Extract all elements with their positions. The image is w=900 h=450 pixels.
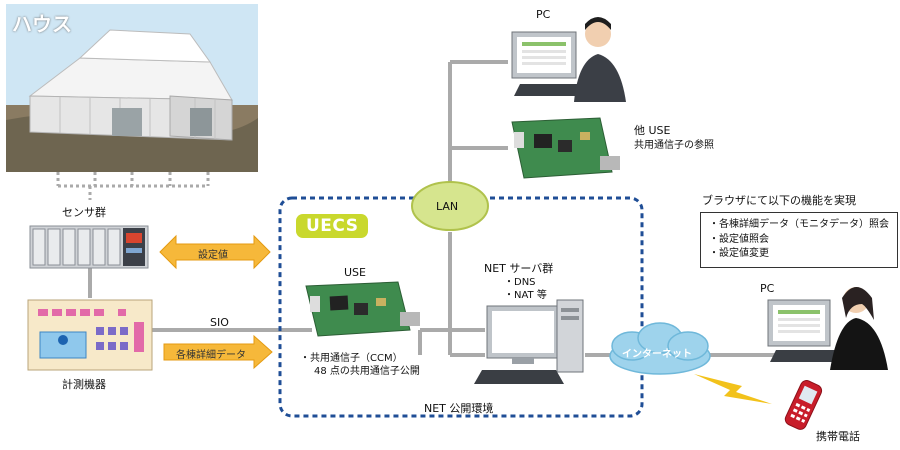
sensor-devices-illustration: [29, 225, 149, 269]
house-sensor-dotted-link: [56, 172, 210, 200]
phone-label: 携帯電話: [816, 430, 860, 443]
instrument-label: 計測機器: [62, 378, 106, 391]
uecs-area-label: NET 公開環境: [424, 402, 494, 415]
use-board-note-2: 48 点の共用通信子公開: [314, 366, 420, 377]
browser-heading: ブラウザにて以下の機能を実現: [702, 194, 856, 207]
setpoint-arrow-label: 設定値: [198, 250, 228, 261]
browser-function-item: ・各棟詳細データ（モニタデータ）照会: [709, 219, 889, 230]
pc-top-label: PC: [536, 8, 551, 21]
house-label: ハウス: [12, 12, 72, 36]
detail-data-arrow: [163, 334, 273, 370]
wireless-lightning-icon: [694, 374, 772, 404]
browser-function-item: ・設定値変更: [709, 248, 769, 259]
server-item-nat: ・NAT 等: [504, 290, 547, 301]
greenhouse-illustration: [6, 4, 258, 172]
sensors-label: センサ群: [62, 206, 106, 219]
internet-label: インターネット: [622, 349, 692, 360]
use-board-note-1: ・共用通信子（CCM）: [300, 353, 403, 364]
server-title: NET サーバ群: [484, 262, 554, 275]
lan-label: LAN: [436, 200, 459, 213]
browser-function-item: ・設定値照会: [709, 233, 769, 245]
server-item-dns: ・DNS: [504, 277, 536, 288]
instrument-illustration: [27, 299, 153, 371]
setpoint-double-arrow: [159, 234, 271, 270]
uecs-badge: UECS: [296, 214, 369, 238]
browser-function-box: ・各棟詳細データ（モニタデータ）照会 ・設定値照会 ・設定値変更: [700, 212, 898, 268]
lan-ellipse: [411, 181, 489, 231]
server-computer-illustration: [474, 299, 584, 384]
other-use-board-illustration: [511, 117, 620, 179]
pc-right-label: PC: [760, 282, 775, 295]
detail-data-arrow-label: 各棟詳細データ: [176, 350, 246, 361]
internet-cloud: [609, 322, 711, 375]
sio-label: SIO: [210, 316, 229, 329]
pc-right-illustration: [767, 287, 888, 370]
pc-top-illustration: [511, 17, 626, 102]
uecs-boundary: [278, 196, 644, 418]
other-use-title: 他 USE: [634, 124, 671, 137]
mobile-phone-illustration: [784, 380, 823, 430]
lan-links: [418, 60, 508, 357]
other-use-note: 共用通信子の参照: [634, 140, 714, 151]
use-board-illustration: [305, 281, 420, 337]
use-board-title: USE: [344, 266, 366, 279]
